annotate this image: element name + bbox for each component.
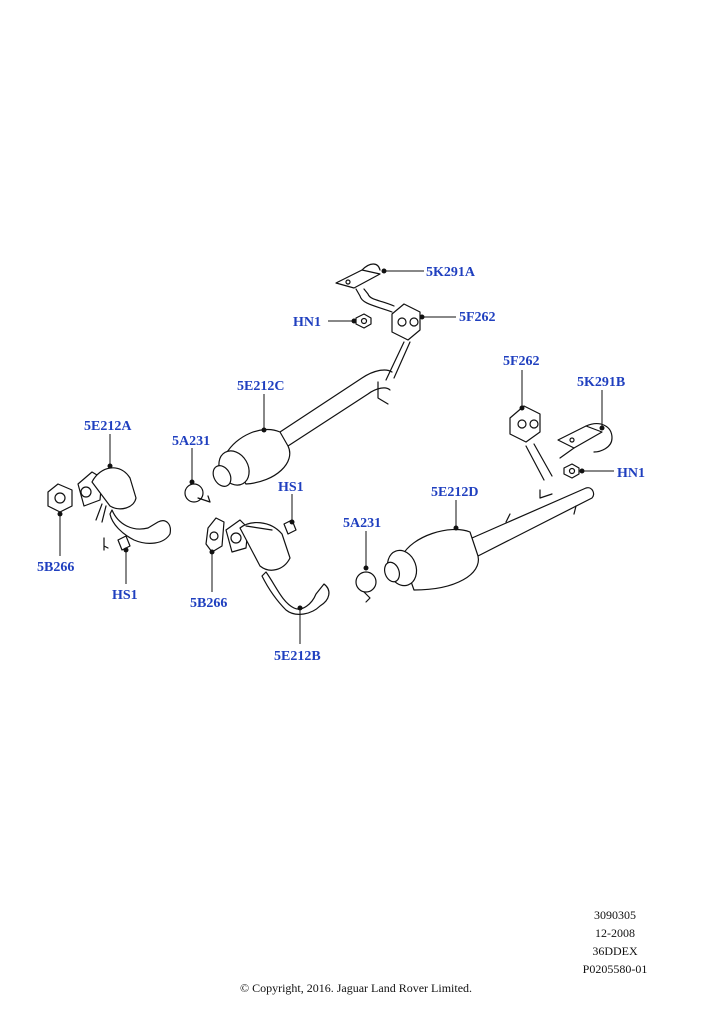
callout-5k291b: 5K291B: [577, 375, 625, 390]
callout-hn1-top: HN1: [293, 315, 321, 330]
nut-hn1-right: [563, 463, 580, 479]
callout-5e212c: 5E212C: [237, 379, 284, 394]
callout-5b266-left: 5B266: [37, 560, 74, 575]
callout-hs1-mid: HS1: [278, 480, 304, 495]
callout-5f262-top: 5F262: [459, 310, 496, 325]
copyright-notice: © Copyright, 2016. Jaguar Land Rover Lim…: [239, 981, 473, 995]
isolator-5f262-top: [385, 303, 421, 381]
reference-date: 12-2008: [595, 926, 635, 940]
pipe-5e212a: [47, 467, 171, 544]
bolt-hs1-left: [103, 535, 131, 551]
callout-5e212d: 5E212D: [431, 485, 478, 500]
diagram-reference-block: 3090305 12-2008 36DDEX P0205580-01: [560, 906, 670, 978]
clamp-5a231-left: [184, 483, 211, 503]
callout-5a231-left: 5A231: [172, 434, 210, 449]
isolator-5f262-right: [509, 405, 553, 481]
bracket-5k291a: [335, 263, 395, 313]
callout-5f262-right: 5F262: [503, 354, 540, 369]
callout-5k291a: 5K291A: [426, 265, 476, 280]
reference-code: 36DDEX: [592, 944, 638, 958]
leader-lines: [57, 268, 614, 644]
callout-5a231-right: 5A231: [343, 516, 381, 531]
nut-hn1-top: [355, 313, 372, 329]
pipe-5e212b: [205, 517, 330, 615]
clamp-5a231-right: [355, 571, 377, 603]
reference-part-id: P0205580-01: [582, 962, 648, 976]
reference-number: 3090305: [594, 908, 636, 922]
callout-5e212b: 5E212B: [274, 649, 321, 664]
pipe-5e212c: [212, 369, 393, 487]
callout-5b266-mid: 5B266: [190, 596, 227, 611]
callout-hs1-left: HS1: [112, 588, 138, 603]
pipe-5e212d: [383, 487, 595, 591]
callout-hn1-right: HN1: [617, 466, 645, 481]
callout-5e212a: 5E212A: [84, 419, 132, 434]
bracket-5k291b: [557, 423, 613, 459]
